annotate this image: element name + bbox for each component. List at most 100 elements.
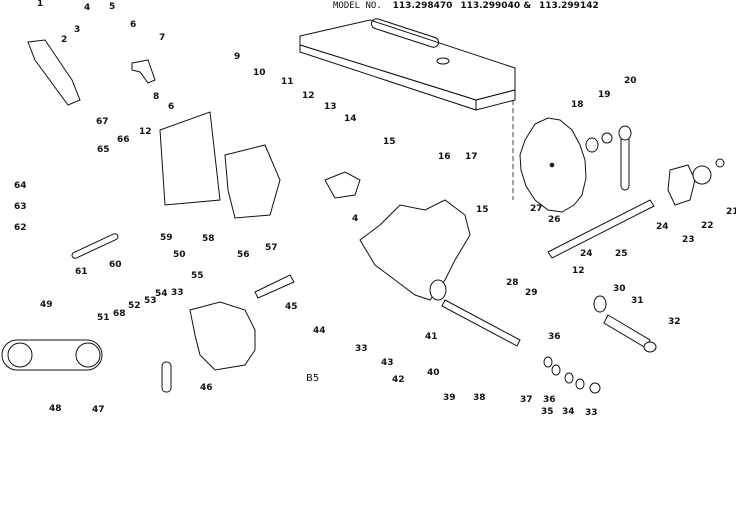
part-number: 10 (253, 68, 266, 78)
saw-blade-part (519, 117, 587, 213)
part-number: 53 (144, 296, 157, 306)
part-number: 47 (92, 405, 105, 415)
part-number: 36 (548, 332, 561, 342)
part-number: 61 (75, 267, 88, 277)
part-number: 6 (168, 102, 175, 112)
part-number: 51 (97, 313, 110, 323)
part-number: 27 (530, 204, 543, 214)
part-number: 37 (520, 395, 533, 405)
part-number: 62 (14, 223, 27, 233)
model-label: MODEL NO. (333, 1, 382, 11)
part-number: 19 (598, 90, 611, 100)
part-number: 39 (443, 393, 456, 403)
part-number: 2 (61, 35, 68, 45)
part-number: 41 (425, 332, 438, 342)
part-number: 50 (173, 250, 186, 260)
model-number: 113.299142 (538, 1, 599, 11)
part-number: 1 (37, 0, 44, 9)
part-number: 17 (465, 152, 478, 162)
part-number: 15 (476, 205, 489, 215)
part-number: 24 (656, 222, 669, 232)
part-number: 64 (14, 181, 27, 191)
part-number: 23 (682, 235, 695, 245)
part-number: 67 (96, 117, 109, 127)
part-number: 34 (562, 407, 575, 417)
trunnion-assembly-part (324, 171, 471, 301)
link-part (161, 361, 172, 393)
table-top-part (299, 18, 516, 111)
part-number: 44 (313, 326, 326, 336)
part-number: 66 (117, 135, 130, 145)
motor-housing-part (189, 301, 256, 371)
part-number: 11 (281, 77, 294, 87)
part-number: 13 (324, 102, 337, 112)
part-number: 49 (40, 300, 53, 310)
belt-guard-part (1, 339, 103, 371)
part-number: 3 (74, 25, 81, 35)
model-number: 113.298470 (392, 1, 453, 11)
wrench-part (618, 125, 632, 191)
part-number: 59 (160, 233, 173, 243)
part-number: 33 (585, 408, 598, 418)
part-number: 56 (237, 250, 250, 260)
arbor-collar-part (585, 137, 599, 153)
part-number: 33 (355, 344, 368, 354)
part-number: 21 (726, 207, 736, 217)
part-number: 24 (580, 249, 593, 259)
mounting-plate-part (159, 111, 281, 219)
part-number: 58 (202, 234, 215, 244)
part-number: 18 (571, 100, 584, 110)
part-number: 22 (701, 221, 714, 231)
part-number: 9 (234, 52, 241, 62)
bracket-part (27, 39, 156, 106)
pin-part (71, 233, 119, 259)
part-number: 60 (109, 260, 122, 270)
part-number: 25 (615, 249, 628, 259)
figure-code: B5 (306, 373, 320, 384)
part-number: 33 (171, 288, 184, 298)
part-number: 65 (97, 145, 110, 155)
part-number: 52 (128, 301, 141, 311)
part-number: 6 (130, 20, 137, 30)
part-number: 20 (624, 76, 637, 86)
motor-shaft-part (254, 274, 295, 299)
part-number: 40 (427, 368, 440, 378)
part-number: 16 (438, 152, 451, 162)
part-number: 38 (473, 393, 486, 403)
part-number: 30 (613, 284, 626, 294)
part-number: 15 (383, 137, 396, 147)
arbor-shaft-part (547, 199, 655, 259)
part-number: 28 (506, 278, 519, 288)
arbor-nut-part (601, 132, 613, 144)
hardware-stack (543, 356, 601, 394)
part-number: 43 (381, 358, 394, 368)
part-number: 7 (159, 33, 166, 43)
part-number: 12 (139, 127, 152, 137)
part-number: 8 (153, 92, 160, 102)
part-number: 4 (84, 3, 91, 13)
part-number: 68 (113, 309, 126, 319)
part-number: 32 (668, 317, 681, 327)
arbor-pulley-plate (667, 158, 725, 206)
model-number-header: MODEL NO. 113.298470 113.299040 & 113.29… (333, 1, 604, 11)
part-number: 36 (543, 395, 556, 405)
part-number: 4 (352, 214, 359, 224)
part-number: 12 (572, 266, 585, 276)
part-number: 14 (344, 114, 357, 124)
part-number: 42 (392, 375, 405, 385)
part-number: 46 (200, 383, 213, 393)
part-number: 57 (265, 243, 278, 253)
part-number: 63 (14, 202, 27, 212)
part-number: 48 (49, 404, 62, 414)
part-number: 26 (548, 215, 561, 225)
model-number: 113.299040 & (460, 1, 532, 11)
elevation-shaft-part (441, 295, 657, 353)
part-number: 31 (631, 296, 644, 306)
part-number: 5 (109, 2, 116, 12)
part-number: 55 (191, 271, 204, 281)
part-number: 12 (302, 91, 315, 101)
part-number: 35 (541, 407, 554, 417)
part-number: 45 (285, 302, 298, 312)
part-number: 29 (525, 288, 538, 298)
